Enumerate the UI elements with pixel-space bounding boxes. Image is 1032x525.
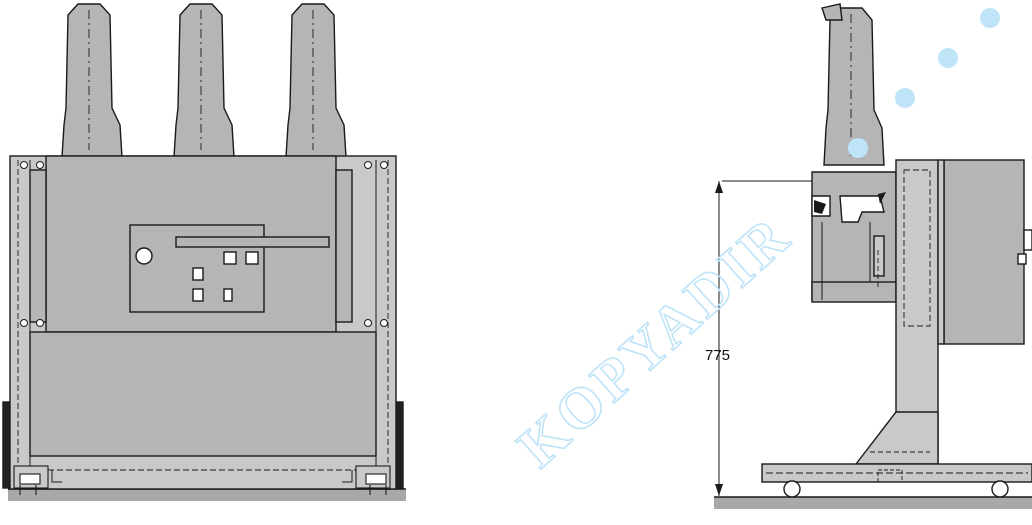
front-lower-panel: [29, 331, 377, 457]
side-wheel-left: [783, 480, 801, 498]
side-view: 775: [705, 3, 1032, 509]
front-wheel-left: [13, 465, 49, 495]
pole-right: [285, 3, 347, 158]
side-pole: [821, 3, 885, 166]
front-wheel-right: [355, 465, 391, 495]
watermark-text: KOPYADIR: [505, 202, 803, 479]
pole-middle: [173, 3, 235, 158]
pole-left: [61, 3, 123, 158]
front-view: [2, 3, 406, 501]
side-wheel-right: [991, 480, 1009, 498]
side-gusset: [854, 411, 939, 465]
operating-lever: [175, 236, 330, 248]
front-floor: [8, 489, 406, 501]
side-floor: [714, 497, 1032, 509]
corner-bolts: [20, 161, 388, 327]
side-cabinet: [943, 159, 1025, 345]
indicator-circle: [135, 247, 153, 265]
height-dimension: [715, 180, 812, 496]
height-dimension-label: 775: [705, 347, 730, 364]
watermark-dots: [848, 8, 1000, 158]
